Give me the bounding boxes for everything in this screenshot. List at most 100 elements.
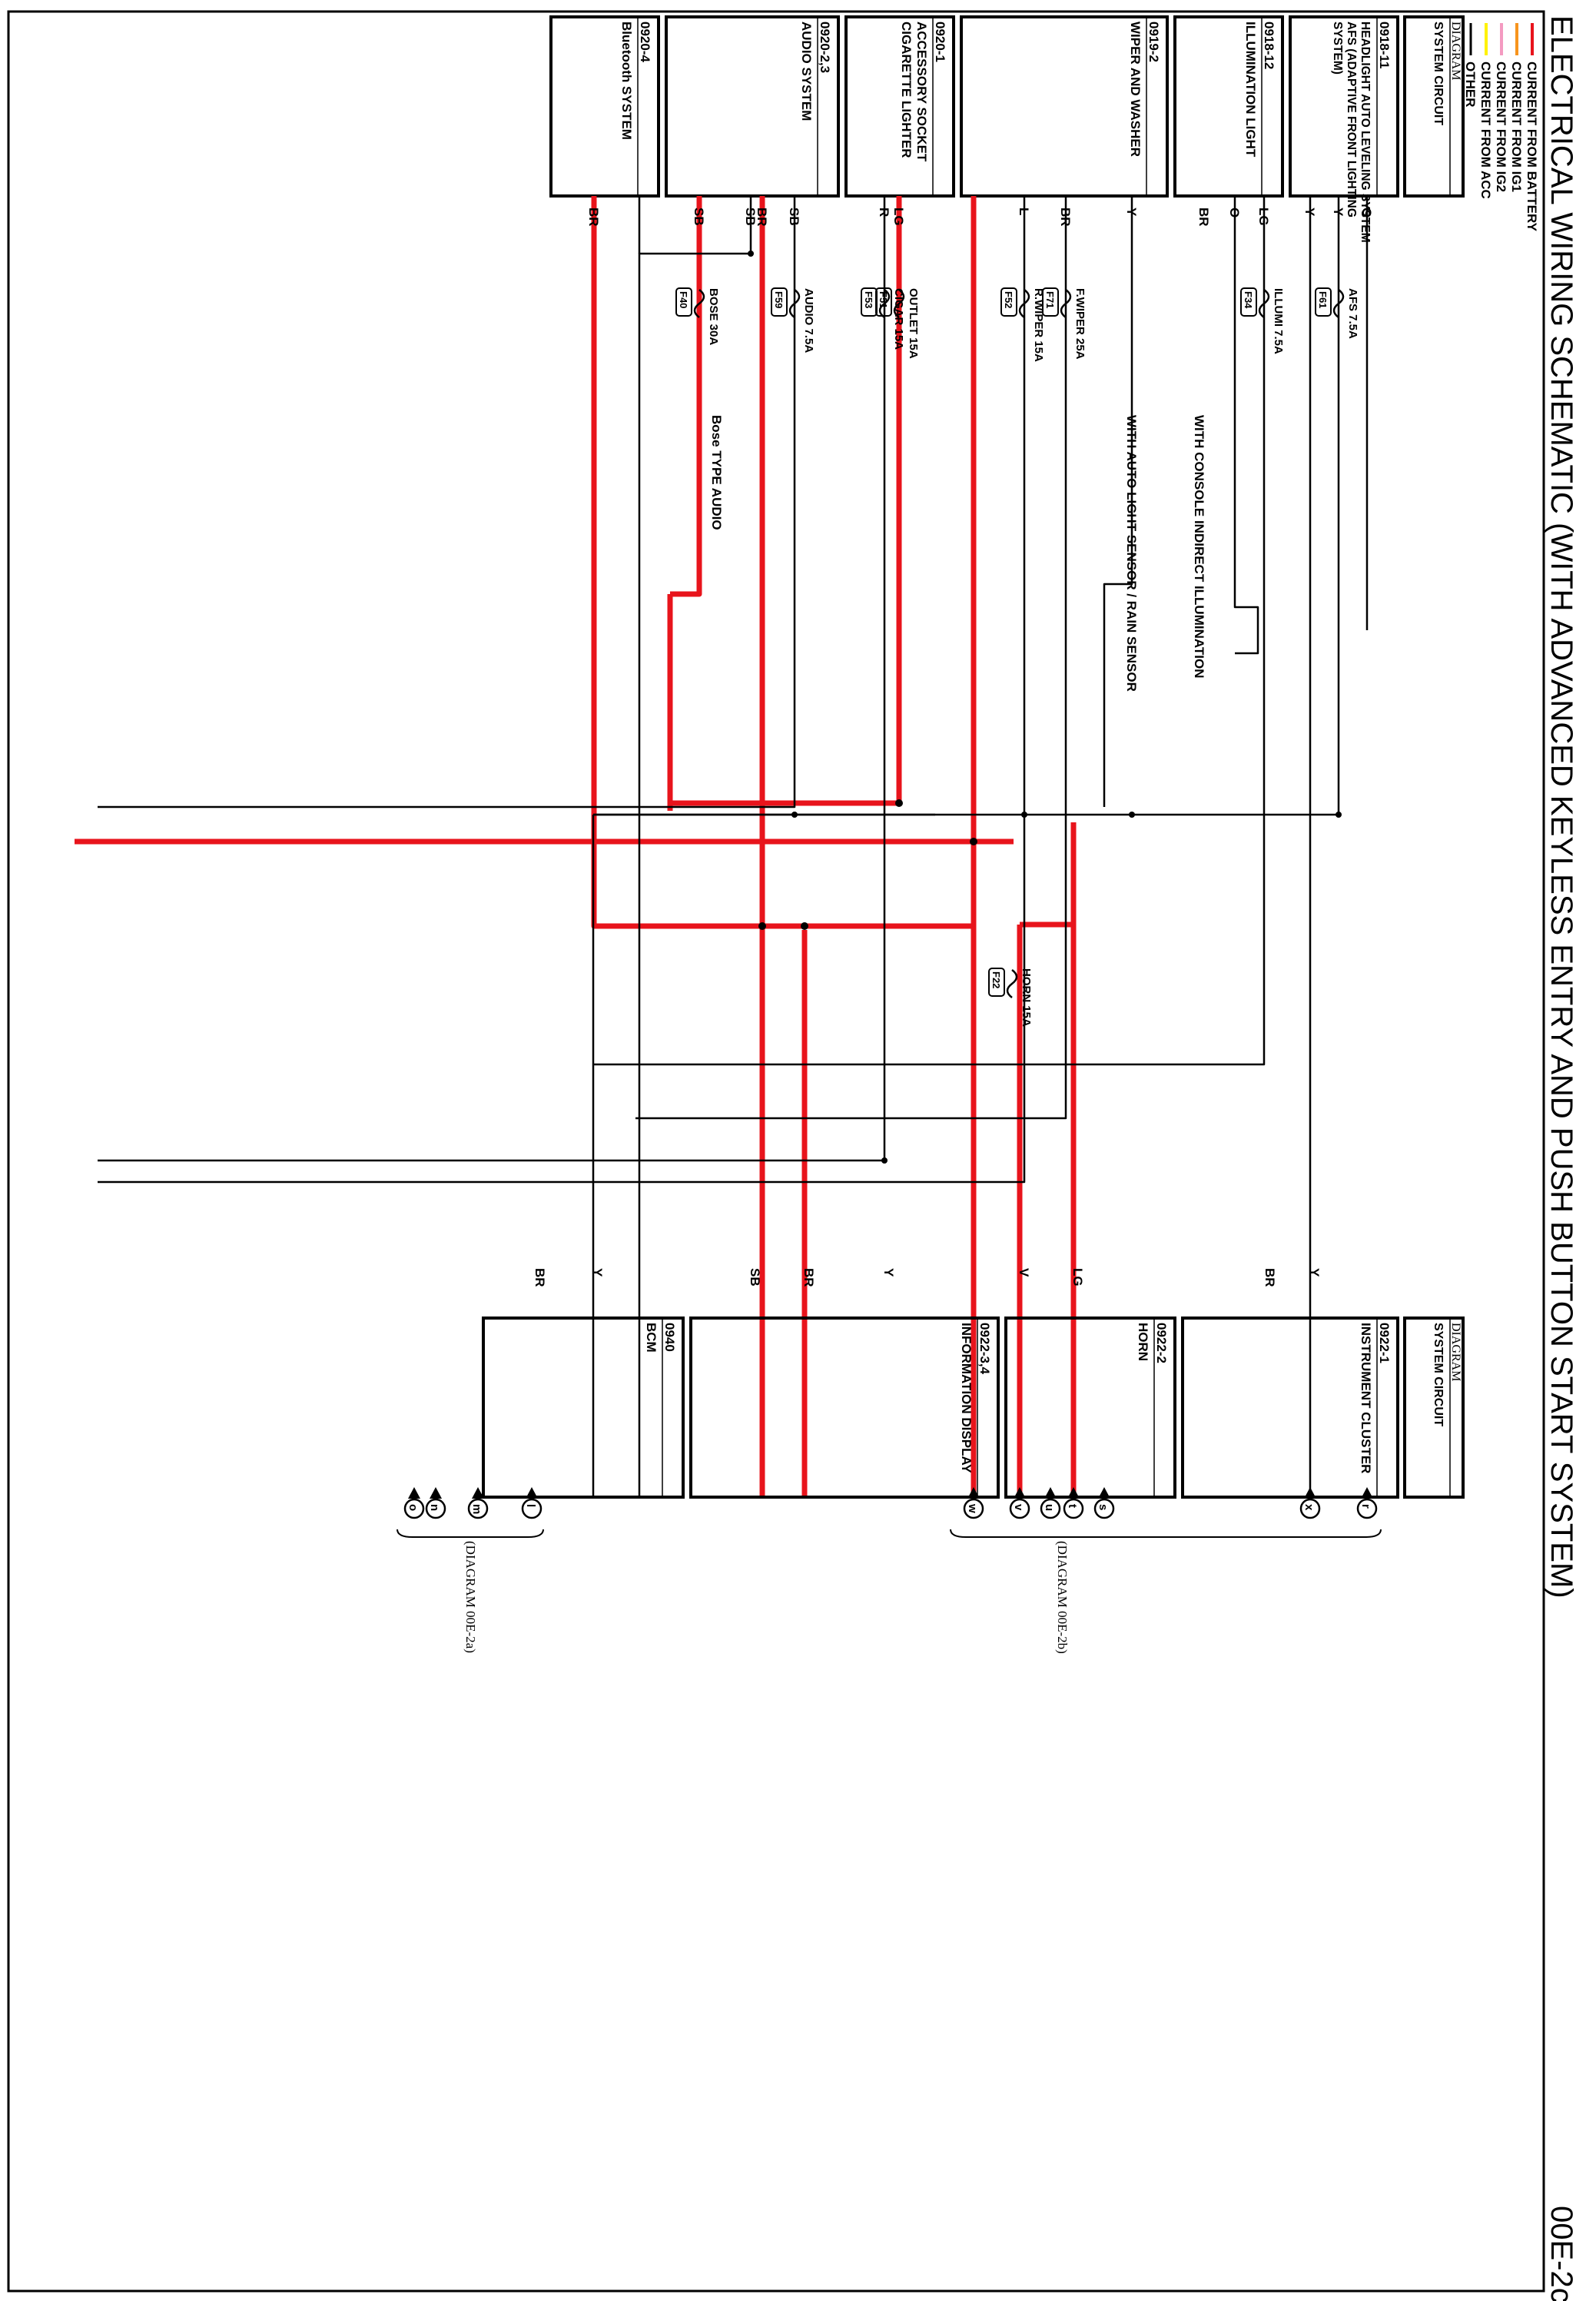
legend-other-label: OTHER <box>1463 61 1478 108</box>
svg-text:O: O <box>1227 208 1242 217</box>
svg-text:HEADLIGHT AUTO LEVELING SYSTEM: HEADLIGHT AUTO LEVELING SYSTEM <box>1359 22 1372 243</box>
junction-dots <box>748 251 1342 1164</box>
svg-text:V: V <box>1017 1268 1031 1277</box>
svg-text:BR: BR <box>1058 208 1073 227</box>
connector-o: o <box>403 1487 425 1519</box>
connector-w: w <box>963 1487 984 1519</box>
svg-text:0918-12: 0918-12 <box>1262 22 1276 69</box>
diagram-braces: (DIAGRAM 00E-2b) (DIAGRAM 00E-2a) <box>397 1529 1382 1654</box>
svg-text:t: t <box>1066 1504 1079 1508</box>
svg-text:BR: BR <box>1263 1268 1277 1287</box>
svg-text:BR: BR <box>1196 208 1211 227</box>
connector-v: v <box>1009 1487 1030 1519</box>
system-box-0922-2: 0922-2 HORN <box>1004 1317 1176 1499</box>
fuse-cigar: CIGAR 15A F53 <box>861 287 905 350</box>
legend-ig1-label: CURRENT FROM IG1 <box>1509 61 1524 192</box>
svg-text:R.WIPER 15A: R.WIPER 15A <box>1032 288 1045 362</box>
svg-text:x: x <box>1302 1504 1316 1511</box>
battery-wires <box>75 196 1077 1499</box>
svg-text:AUDIO 7.5A: AUDIO 7.5A <box>802 288 815 353</box>
fuses: AFS 7.5A F61 ILLUMI 7.5A F34 F.WIPER 25A… <box>675 287 1359 1027</box>
legend-acc-label: CURRENT FROM ACC <box>1478 61 1493 199</box>
annotation-bose: Bose TYPE AUDIO <box>709 415 724 530</box>
svg-text:BOSE 30A: BOSE 30A <box>707 288 720 345</box>
system-box-0918-12: 0918-12 ILLUMINATION LIGHT <box>1173 15 1284 198</box>
svg-text:F52: F52 <box>1003 291 1014 308</box>
svg-text:r: r <box>1359 1504 1372 1509</box>
svg-text:R: R <box>877 208 891 217</box>
svg-text:L: L <box>1017 208 1031 215</box>
svg-text:0919-2: 0919-2 <box>1146 22 1161 62</box>
svg-text:0922-3,4: 0922-3,4 <box>977 1323 992 1375</box>
svg-text:HORN: HORN <box>1136 1323 1150 1361</box>
fuse-illumi: ILLUMI 7.5A F34 <box>1240 287 1285 354</box>
connectors: r s t u v w x l m n o <box>403 1487 1378 1519</box>
page-frame <box>7 10 1545 2293</box>
connector-n: n <box>425 1487 446 1519</box>
system-box-0920-2-3: 0920-2,3 AUDIO SYSTEM <box>665 15 840 198</box>
svg-text:ILLUMINATION LIGHT: ILLUMINATION LIGHT <box>1243 22 1258 158</box>
svg-text:BR: BR <box>801 1268 816 1287</box>
svg-text:AFS (ADAPTIVE FRONT LIGHTING: AFS (ADAPTIVE FRONT LIGHTING <box>1345 22 1358 217</box>
legend: CURRENT FROM BATTERY CURRENT FROM IG1 CU… <box>1463 23 1539 232</box>
wire-lg-illumination <box>593 196 1266 1066</box>
svg-text:O: O <box>1359 208 1374 217</box>
fuse-fwiper: F.WIPER 25A F71 <box>1042 287 1087 360</box>
system-box-0920-1: 0920-1 ACCESSORY SOCKET CIGARETTE LIGHTE… <box>844 15 955 198</box>
wire-sb-bose <box>670 196 702 597</box>
svg-text:w: w <box>966 1503 979 1513</box>
wire-br-bluetooth <box>591 196 620 929</box>
svg-text:HORN 15A: HORN 15A <box>1020 968 1033 1027</box>
svg-text:SB: SB <box>787 208 801 226</box>
system-box-0940: 0940 BCM <box>482 1317 685 1499</box>
svg-text:SB: SB <box>743 208 758 226</box>
wire-r-cigar <box>98 196 886 1162</box>
annotation-console: WITH CONSOLE INDIRECT ILLUMINATION <box>1192 415 1206 679</box>
diagram-reference-box-top: DIAGRAM SYSTEM CIRCUIT <box>1403 15 1465 198</box>
connector-t: t <box>1063 1487 1084 1519</box>
svg-text:Bluetooth SYSTEM: Bluetooth SYSTEM <box>619 22 634 140</box>
svg-text:F59: F59 <box>773 291 785 308</box>
svg-text:Y: Y <box>590 1268 605 1277</box>
svg-text:0920-4: 0920-4 <box>638 22 652 62</box>
svg-text:LG: LG <box>891 208 906 226</box>
wire-sb-bt <box>638 196 752 1499</box>
svg-text:Y: Y <box>1307 1268 1322 1277</box>
diagram-reference-box-bottom: DIAGRAM SYSTEM CIRCUIT <box>1403 1317 1465 1499</box>
svg-text:Y: Y <box>881 1268 896 1277</box>
connector-x: x <box>1299 1487 1321 1519</box>
svg-text:0920-1: 0920-1 <box>933 22 947 62</box>
system-box-0922-1: 0922-1 INSTRUMENT CLUSTER <box>1181 1317 1399 1499</box>
fuse-audio: AUDIO 7.5A F59 <box>771 287 815 353</box>
svg-text:m: m <box>470 1504 483 1514</box>
diagram-ref-2b: (DIAGRAM 00E-2b) <box>1055 1541 1070 1654</box>
svg-text:CIGAR 15A: CIGAR 15A <box>892 288 905 350</box>
bottom-wire-labels: Y BR LG V Y BR SB Y BR <box>533 1268 1322 1287</box>
svg-text:BR: BR <box>755 208 769 227</box>
wire-o-console <box>1233 196 1259 655</box>
svg-text:F22: F22 <box>990 971 1002 988</box>
svg-text:LG: LG <box>1070 1268 1085 1287</box>
svg-text:SYSTEM CIRCUIT: SYSTEM CIRCUIT <box>1432 1323 1445 1426</box>
svg-text:F34: F34 <box>1243 291 1254 309</box>
svg-text:l: l <box>524 1504 537 1507</box>
fuse-afs: AFS 7.5A F61 <box>1315 287 1359 339</box>
connector-u: u <box>1040 1487 1061 1519</box>
connector-m: m <box>467 1487 489 1519</box>
system-box-0919-2: 0919-2 WIPER AND WASHER <box>960 15 1169 198</box>
system-box-0918-11: 0918-11 HEADLIGHT AUTO LEVELING SYSTEM A… <box>1289 15 1399 243</box>
fuse-horn: HORN 15A F22 <box>988 968 1033 1027</box>
annotation-autolight: WITH AUTO LIGHT SENSOR / RAIN SENSOR <box>1124 415 1139 692</box>
svg-text:o: o <box>406 1504 420 1511</box>
wire-y-autolight <box>1103 196 1133 807</box>
wire-y-headlight <box>593 196 1340 816</box>
legend-battery-label: CURRENT FROM BATTERY <box>1525 61 1539 232</box>
svg-text:F61: F61 <box>1317 291 1329 308</box>
svg-text:SB: SB <box>748 1268 762 1287</box>
system-circuit-label: SYSTEM CIRCUIT <box>1432 22 1445 125</box>
schematic-title: ELECTRICAL WIRING SCHEMATIC (WITH ADVANC… <box>1545 15 1578 1599</box>
other-wires <box>98 196 1369 1499</box>
svg-text:BR: BR <box>586 208 601 227</box>
svg-text:F71: F71 <box>1044 291 1056 308</box>
